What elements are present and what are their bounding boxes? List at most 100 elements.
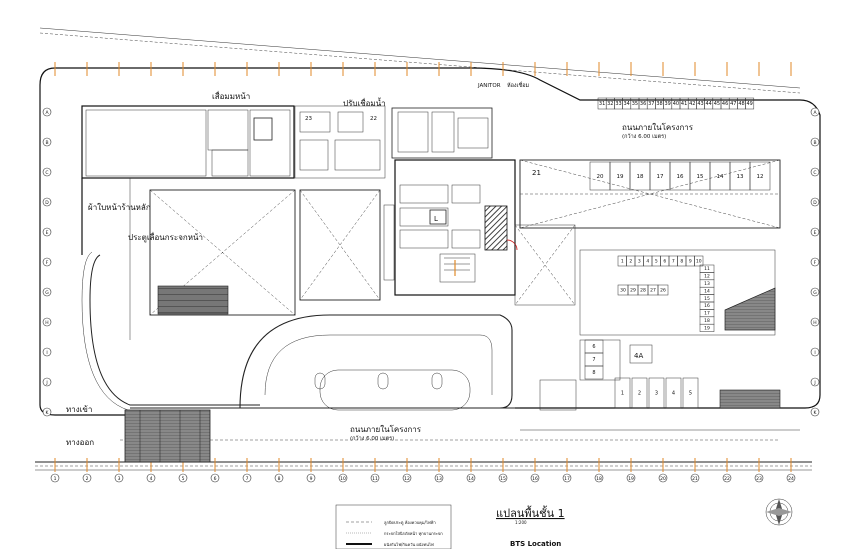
grid-bubble-label: 23 xyxy=(756,476,762,482)
top-row-stall xyxy=(745,97,755,110)
grid-bubble-label: 24 xyxy=(788,476,794,482)
grid-bubble-label: 16 xyxy=(532,476,538,482)
south-ramp xyxy=(124,409,211,463)
grid-bubble-label: J xyxy=(45,380,47,386)
grid-bubble xyxy=(178,473,188,483)
mid-col-stall-number: 12 xyxy=(704,274,710,280)
grid-bubble-label: 9 xyxy=(310,476,313,482)
top-row-stall-number: 38 xyxy=(656,101,662,107)
grid-bubble xyxy=(690,473,700,483)
north-row-stall-number: 17 xyxy=(657,174,664,180)
lower-row-stall-number: 29 xyxy=(630,288,636,294)
grid-bubble xyxy=(810,107,820,117)
legend-row-3: ผนังกันไฟ/กันควัน ผนังทนไฟ xyxy=(384,542,434,547)
grid-bubble xyxy=(42,137,52,147)
north-center-rooms: 23 22 ปรับเชื่อมน้ำ JANITOR ห้องเชื่อม xyxy=(294,81,530,179)
south-extra-stall xyxy=(584,365,604,380)
grid-bubble xyxy=(810,347,820,357)
label-road-south: ถนนภายในโครงการ xyxy=(350,424,422,434)
label-parking-north: ถนนภายในโครงการ xyxy=(622,122,694,132)
grid-bubble-label: E xyxy=(814,230,817,236)
sheet-title-block: แปลนพื้นชั้น 1 1:200 BTS Location xyxy=(496,505,565,548)
site-boundary xyxy=(35,27,812,471)
mid-row-stall-number: 8 xyxy=(680,259,683,265)
mid-col-stall-number: 11 xyxy=(704,266,710,272)
south-row-stall-number: 4 xyxy=(672,391,675,397)
grid-bubble-label: 19 xyxy=(628,476,634,482)
grid-bubble-label: 4 xyxy=(150,476,153,482)
grid-bubble xyxy=(466,473,476,483)
mid-row-stall xyxy=(694,255,704,267)
grid-bubble-label: 6 xyxy=(214,476,217,482)
top-row-stall-number: 33 xyxy=(615,101,621,107)
legend-row-2: กระจกใสนิรภัยหน้า ทุกบานกระจก xyxy=(384,531,443,537)
grid-bubble-label: G xyxy=(813,290,817,296)
top-row-stall-number: 36 xyxy=(640,101,646,107)
grid-bubble xyxy=(810,197,820,207)
grid-bubble xyxy=(810,287,820,297)
north-row-stall-number: 14 xyxy=(717,174,724,180)
south-row-stall-number: 1 xyxy=(621,391,624,397)
grid-bubble-label: K xyxy=(46,410,50,416)
grid-bubble-label: 18 xyxy=(596,476,602,482)
grid-bubble-label: A xyxy=(813,110,817,116)
legend-row-1: ลูกบิดประตู ห้องควบคุม/ไฟฟ้า xyxy=(384,520,436,526)
grid-bubble-label: H xyxy=(813,320,816,326)
grid-bubble xyxy=(722,473,732,483)
south-row-stall xyxy=(631,377,648,409)
south-road: ถนนภายในโครงการ (กว้าง 6.00 เมตร) ทางเข้… xyxy=(66,314,800,447)
grid-bubble-label: A xyxy=(45,110,49,116)
grid-bubble xyxy=(810,317,820,327)
label-room-23: 23 xyxy=(305,116,312,122)
top-row-stall-number: 47 xyxy=(730,101,736,107)
label-exit-out: ทางออก xyxy=(66,438,94,447)
grid-bubble xyxy=(626,473,636,483)
grid-bubble xyxy=(242,473,252,483)
grid-bubble xyxy=(50,473,60,483)
south-row-stall-number: 5 xyxy=(689,391,692,397)
grid-bubble xyxy=(42,197,52,207)
grid-bubble-label: 12 xyxy=(404,476,410,482)
label-road-south-width: (กว้าง 6.00 เมตร) xyxy=(350,435,394,442)
west-hall: เสื่อมมหน้า ผ้าใบหน้าร้านหลัก ประตูเลื่อ… xyxy=(81,90,295,340)
north-row-stall-number: 20 xyxy=(597,174,604,180)
north-row-stall-number: 16 xyxy=(677,174,684,180)
grid-bubble-label: 22 xyxy=(724,476,730,482)
top-row-stall-number: 41 xyxy=(681,101,687,107)
south-row-stall-number: 3 xyxy=(655,391,658,397)
north-row-stall-number: 19 xyxy=(617,174,624,180)
grid-bubble xyxy=(42,287,52,297)
north-row-stall-number: 15 xyxy=(697,174,704,180)
top-row-stall-number: 37 xyxy=(648,101,654,107)
core: L xyxy=(383,159,518,296)
grid-bubble xyxy=(146,473,156,483)
grid-bubble-label: 15 xyxy=(500,476,506,482)
dimension-ticks-top xyxy=(54,62,792,76)
label-center-north: ปรับเชื่อมน้ำ xyxy=(343,97,386,108)
grid-bubble-label: 17 xyxy=(564,476,570,482)
top-row-stall-number: 34 xyxy=(624,101,630,107)
label-room-22: 22 xyxy=(370,116,377,122)
grid-bubble xyxy=(810,257,820,267)
grid-bubble-label: I xyxy=(46,350,47,356)
label-top-wall: เสื่อมมหน้า xyxy=(212,90,250,101)
grid-bubble xyxy=(338,473,348,483)
mid-row-stall-number: 4 xyxy=(646,259,649,265)
mid-row-stall-number: 2 xyxy=(629,259,632,265)
grid-bubble xyxy=(42,407,52,417)
south-extra-stall-number: 8 xyxy=(592,370,595,376)
grid-bubble-label: 10 xyxy=(340,476,346,482)
south-row-stall xyxy=(648,377,665,409)
north-row-stall-number: 12 xyxy=(757,174,764,180)
mid-col-stall-number: 17 xyxy=(704,311,710,317)
grid-bubble-label: J xyxy=(813,380,815,386)
label-west-left: ผ้าใบหน้าร้านหลัก xyxy=(88,203,151,212)
grid-bubble-label: E xyxy=(46,230,49,236)
